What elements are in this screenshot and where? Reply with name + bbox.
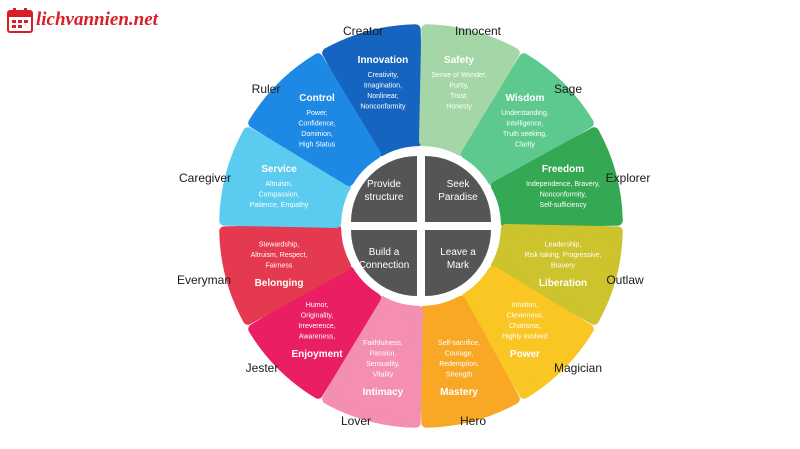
center-label-tr-line: Paradise [438, 192, 478, 203]
archetype-label-everyman: Everyman [176, 273, 232, 287]
segment-trait-wisdom: Clarity [515, 142, 535, 149]
segment-trait-service: Compassion, [259, 192, 300, 199]
calendar-icon [7, 8, 33, 33]
segment-trait-safety: Sense of Wonder, [431, 72, 487, 79]
segment-trait-power: Intuition, [512, 302, 539, 309]
center-label-tl-line: Provide [367, 179, 401, 190]
center-quadrant-tl [351, 156, 417, 222]
archetype-label-creator: Creator [342, 24, 384, 38]
center-quadrant-bl [351, 230, 417, 296]
segment-trait-liberation: Risk taking, Progressive, [524, 252, 601, 259]
segment-title-service: Service [261, 164, 297, 175]
segment-title-wisdom: Wisdom [506, 93, 545, 104]
segment-title-enjoyment: Enjoyment [291, 349, 343, 360]
segment-trait-control: Confidence, [298, 121, 335, 128]
segment-safety[interactable] [418, 24, 520, 157]
center-quadrant-br [425, 230, 491, 296]
segment-title-control: Control [299, 93, 335, 104]
segment-trait-liberation: Leadership, [545, 241, 582, 248]
segment-trait-mastery: Strength [446, 371, 473, 378]
segment-trait-innovation: Nonlinear, [367, 93, 399, 100]
archetype-label-hero: Hero [459, 414, 487, 428]
segment-trait-service: Altruism, [265, 181, 292, 188]
center-label-bl-line: Connection [359, 260, 410, 271]
segment-service[interactable] [219, 127, 352, 229]
segment-trait-safety: Trust, [450, 93, 468, 100]
segment-trait-enjoyment: Awareness, [299, 333, 336, 340]
segment-trait-power: Cleverness, [506, 312, 543, 319]
segment-trait-belonging: Altruism, Respect, [251, 252, 308, 259]
segment-trait-enjoyment: Originality, [301, 312, 334, 319]
segment-power[interactable] [460, 265, 594, 399]
logo-text: lichvannien.net [36, 9, 158, 30]
archetype-label-outlaw: Outlaw [606, 273, 644, 287]
archetype-label-magician: Magician [553, 361, 603, 375]
site-logo[interactable]: lichvannien.net [6, 6, 158, 34]
segment-trait-freedom: Independence, Bravery, [526, 181, 600, 188]
archetype-label-explorer: Explorer [605, 171, 651, 185]
segment-trait-liberation: Bravery [551, 262, 576, 269]
segment-mastery[interactable] [418, 295, 520, 428]
archetype-label-jester: Jester [245, 361, 279, 375]
segment-trait-power: Highly evolved [502, 333, 548, 340]
archetype-label-lover: Lover [340, 414, 372, 428]
segment-trait-mastery: Redemption, [439, 361, 479, 368]
center-label-br-line: Leave a [440, 247, 476, 258]
archetype-label-innocent: Innocent [454, 24, 502, 38]
archetype-label-caregiver: Caregiver [178, 171, 232, 185]
segment-trait-power: Charisma, [509, 323, 541, 330]
segment-trait-service: Patience, Empathy [250, 202, 309, 209]
segment-intimacy[interactable] [322, 295, 424, 428]
center-quadrant-tr [425, 156, 491, 222]
segment-title-liberation: Liberation [539, 278, 587, 289]
segment-trait-control: High Status [299, 142, 336, 149]
segment-trait-intimacy: Faithfulness, [363, 340, 403, 347]
segment-trait-control: Dominion, [301, 131, 333, 138]
segment-trait-control: Power, [306, 110, 327, 117]
segment-title-freedom: Freedom [542, 164, 584, 175]
segment-wisdom[interactable] [460, 53, 594, 187]
segment-control[interactable] [248, 53, 382, 187]
segment-innovation[interactable] [322, 24, 424, 157]
segment-trait-mastery: Courage, [445, 350, 474, 357]
segment-belonging[interactable] [219, 223, 352, 325]
segment-trait-freedom: Self-sufficiency [540, 202, 587, 209]
segment-trait-innovation: Creativity, [368, 72, 399, 79]
segment-enjoyment[interactable] [248, 265, 382, 399]
segment-trait-wisdom: Understanding, [501, 110, 549, 117]
center-label-bl-line: Build a [369, 247, 400, 258]
segment-trait-enjoyment: Irreverence, [298, 323, 335, 330]
segment-trait-innovation: Imagination, [364, 83, 402, 90]
segment-trait-innovation: Nonconformity [360, 104, 406, 111]
segment-trait-mastery: Self-sacrifice, [438, 340, 480, 347]
segment-liberation[interactable] [490, 223, 623, 325]
center-label-tl-line: structure [365, 192, 404, 203]
segment-trait-intimacy: Passion, [370, 350, 397, 357]
segment-trait-wisdom: Truth seeking, [503, 131, 547, 138]
segment-title-mastery: Mastery [440, 387, 478, 398]
segment-trait-wisdom: Intelligence, [506, 121, 543, 128]
center-label-br-line: Mark [447, 260, 470, 271]
segment-trait-freedom: Nonconformity, [540, 192, 587, 199]
segment-title-safety: Safety [444, 55, 474, 66]
segment-title-power: Power [510, 349, 540, 360]
archetype-label-ruler: Ruler [251, 82, 281, 96]
segment-trait-intimacy: Sensuality, [366, 361, 400, 368]
segment-trait-intimacy: Vitality [373, 371, 394, 378]
segment-trait-safety: Honesty [446, 104, 472, 111]
segment-trait-enjoyment: Humor, [306, 302, 329, 309]
segment-title-intimacy: Intimacy [363, 387, 404, 398]
segment-trait-belonging: Stewardship, [259, 241, 300, 248]
segment-trait-safety: Purity, [449, 83, 468, 90]
archetype-label-sage: Sage [553, 82, 583, 96]
segment-freedom[interactable] [490, 127, 623, 229]
segment-title-innovation: Innovation [358, 55, 409, 66]
segment-trait-belonging: Fairness [266, 262, 293, 269]
center-label-tr-line: Seek [447, 179, 471, 190]
segment-title-belonging: Belonging [255, 278, 304, 289]
